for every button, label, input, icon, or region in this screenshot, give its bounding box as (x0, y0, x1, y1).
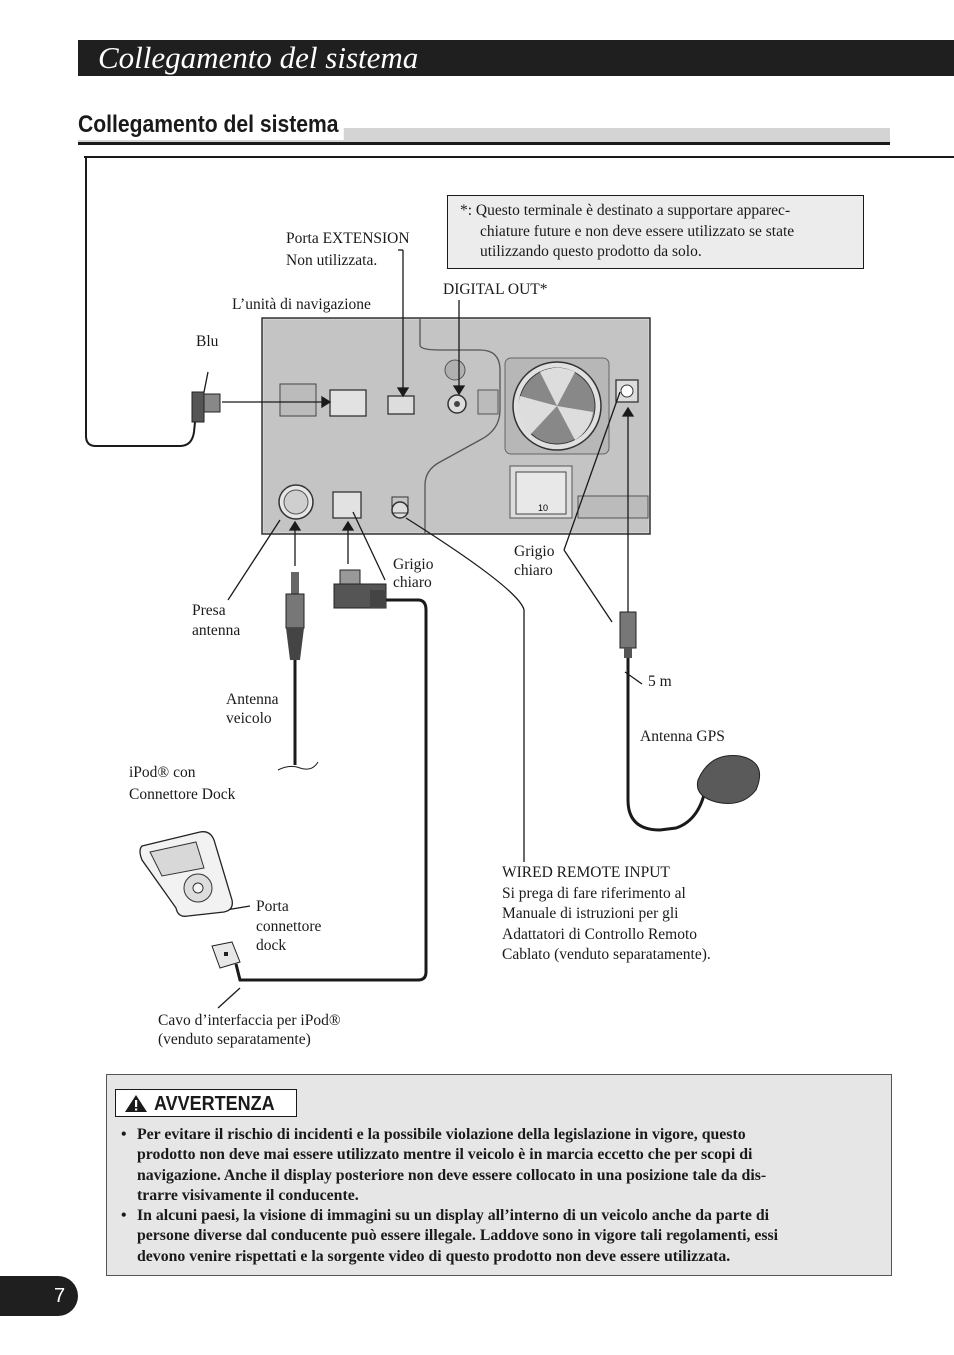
label-grigio-chiaro-2a: Grigio (514, 543, 555, 560)
navigation-unit: 10 (261, 317, 651, 535)
warning-bullet-2: In alcuni paesi, la visione di immagini … (121, 1206, 889, 1267)
label-porta-connettore-a: Porta (256, 898, 289, 915)
label-presa-b: antenna (192, 622, 241, 639)
label-ipod-b: Connettore Dock (129, 786, 236, 803)
page-number-tab: 7 (0, 1276, 78, 1316)
warning-1-line-1: Per evitare il rischio di incidenti e la… (137, 1126, 746, 1143)
label-cavo-a: Cavo d’interfaccia per iPod® (158, 1012, 341, 1029)
label-digital-out: DIGITAL OUT* (443, 281, 548, 298)
label-blu: Blu (196, 333, 219, 350)
label-porta-connettore-b: connettore (256, 918, 322, 935)
page-number: 7 (54, 1285, 66, 1307)
warning-1-line-4: trarre visivamente il conducente. (137, 1186, 359, 1204)
header-banner: Collegamento del sistema (78, 40, 954, 76)
label-antenna-gps: Antenna GPS (640, 728, 725, 745)
warning-2-line-2: persone diverse dal conducente può esser… (137, 1227, 779, 1245)
warning-title: AVVERTENZA (154, 1093, 275, 1115)
label-porta-extension: Porta EXTENSION (286, 230, 410, 247)
label-non-utilizzata: Non utilizzata. (286, 252, 378, 269)
ipod-device (139, 831, 241, 969)
connection-diagram: 10 (85, 157, 760, 1009)
label-wired-remote: WIRED REMOTE INPUT (502, 864, 670, 881)
section-title: Collegamento del sistema (78, 110, 344, 140)
note-line-2: chiature future e non deve essere utiliz… (480, 222, 795, 240)
note-line-3: utilizzando questo prodotto da solo. (480, 243, 702, 260)
label-grigio-chiaro-1a: Grigio (393, 556, 434, 573)
label-grigio-chiaro-2b: chiaro (514, 562, 553, 579)
label-wired-3: Adattatori di Controllo Remoto (502, 926, 698, 943)
note-box: *: Questo terminale è destinato a suppor… (447, 195, 864, 269)
label-cavo-b: (venduto separatamente) (158, 1031, 311, 1048)
label-unita-navigazione: L’unità di navigazione (232, 296, 371, 313)
warning-box: AVVERTENZA Per evitare il rischio di inc… (106, 1074, 892, 1276)
label-antenna-veicolo-b: veicolo (226, 710, 272, 727)
label-grigio-chiaro-1b: chiaro (393, 574, 432, 591)
label-5m: 5 m (648, 673, 672, 690)
warning-title-box: AVVERTENZA (115, 1089, 297, 1117)
label-antenna-veicolo-a: Antenna (226, 691, 279, 708)
label-wired-2: Manuale di istruzioni per gli (502, 905, 679, 922)
label-porta-connettore-c: dock (256, 937, 287, 954)
warning-2-line-1: In alcuni paesi, la visione di immagini … (137, 1207, 769, 1225)
blu-plug (191, 391, 221, 423)
label-ipod-a: iPod® con (129, 764, 196, 781)
label-wired-4: Cablato (venduto separatamente). (502, 946, 711, 963)
warning-list: Per evitare il rischio di incidenti e la… (121, 1125, 889, 1267)
banner-title: Collegamento del sistema (98, 40, 419, 75)
warning-2-line-3: devono venire rispettati e la sorgente v… (137, 1247, 731, 1265)
gps-plug (619, 611, 760, 832)
warning-triangle-icon (125, 1095, 147, 1112)
label-wired-1: Si prega di fare riferimento al (502, 885, 686, 902)
section-heading: Collegamento del sistema (78, 110, 890, 145)
antenna-plug (277, 572, 319, 771)
blu-cable (85, 157, 197, 447)
warning-bullet-1: Per evitare il rischio di incidenti e la… (121, 1125, 889, 1206)
svg-text:10: 10 (538, 503, 548, 513)
warning-1-line-2: prodotto non deve mai essere utilizzato … (137, 1146, 753, 1164)
note-line-1: *: Questo terminale è destinato a suppor… (460, 202, 791, 219)
label-presa-a: Presa (192, 602, 226, 619)
ipod-cable-plug (234, 569, 428, 982)
warning-1-line-3: navigazione. Anche il display posteriore… (137, 1166, 767, 1184)
diagram-top-rule (84, 156, 954, 158)
